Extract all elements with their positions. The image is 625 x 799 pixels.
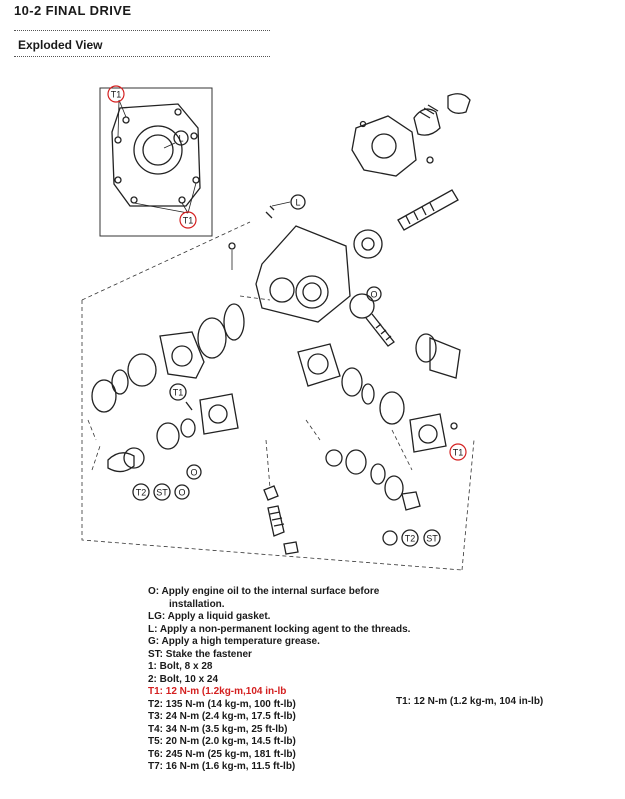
pinion-shaft [353,189,459,259]
page-header: 10-2 FINAL DRIVE [14,3,132,18]
center-shaft [263,485,299,555]
legend-torque-t7: T7: 16 N-m (1.6 kg-m, 11.5 ft-lb) [148,761,296,772]
callout-t2-right: T2 [401,529,419,547]
legend-o-cont: installation. [169,598,225,610]
legend-bolt-1: 1: Bolt, 8 x 28 [148,661,213,672]
legend-torque-t5: T5: 20 N-m (2.0 kg-m, 14.5 ft-lb) [148,736,296,747]
legend-o: O: Apply engine oil to the internal surf… [148,586,380,597]
callout-t1-label: T1 [453,448,464,458]
left-bearing-housing [91,303,245,473]
callout-l-case: L [290,194,306,210]
section-rule [14,56,270,57]
callout-t1-right: T1 [449,443,467,461]
callout-o-label: O [178,488,185,498]
legend-lg: LG: Apply a liquid gasket. [148,611,271,622]
assembly-guide-lines [81,221,475,571]
section-title: Exploded View [18,38,103,52]
right-bearing-housing [297,333,461,511]
top-cover-assembly [351,93,471,177]
callout-t1-label: T1 [183,216,194,226]
legend-bolt-2: 2: Bolt, 10 x 24 [148,673,219,685]
legend-torque-t2: T2: 135 N-m (14 kg-m, 100 ft-lb) [148,698,296,710]
callout-o-label: O [370,290,377,300]
callout-t4-left: T1 [169,383,187,401]
callout-t1-label: T1 [111,90,122,100]
legend-l: L: Apply a non-permanent locking agent t… [148,623,411,635]
callout-t2-label: T2 [405,534,416,544]
exploded-view-diagram: T1 T1 L L [81,85,475,571]
legend-g: G: Apply a high temperature grease. [148,636,320,647]
callout-t2-label: T2 [136,488,147,498]
callout-st-left: ST [153,483,171,501]
gear-case [228,205,351,323]
callout-t1-inset-bottom: T1 [179,211,197,229]
legend-st: ST: Stake the fastener [148,648,252,660]
legend-block: O: Apply engine oil to the internal surf… [148,586,418,774]
header-rule [14,30,270,31]
callout-l-inset: L [173,130,189,146]
callout-o-right [382,530,398,546]
side-note-t1: T1: 12 N-m (1.2 kg-m, 104 in-lb) [396,696,544,707]
callout-o-left: O [186,464,202,480]
callout-o-center: O [366,286,382,302]
callout-o-left-bottom: O [174,484,190,500]
legend-torque-t3: T3: 24 N-m (2.4 kg-m, 17.5 ft-lb) [148,711,296,722]
legend-torque-t1: T1: 12 N-m (1.2kg-m,104 in-lb [148,686,287,697]
callout-t1-label: T1 [173,388,184,398]
callout-t2-left: T2 [132,483,150,501]
callout-l-label: L [178,134,183,144]
inset-cover-detail [99,87,213,237]
callout-st-label: ST [156,488,168,498]
callout-st-right: ST [423,529,441,547]
legend-torque-t6: T6: 245 N-m (25 kg-m, 181 ft-lb) [148,748,296,760]
callout-l-label: L [295,198,300,208]
ring-gear [349,293,395,347]
callout-st-label: ST [426,534,438,544]
legend-torque-t4: T4: 34 N-m (3.5 kg-m, 25 ft-lb) [148,723,288,735]
callout-t1-inset-top: T1 [107,85,125,103]
callout-o-label: O [190,468,197,478]
